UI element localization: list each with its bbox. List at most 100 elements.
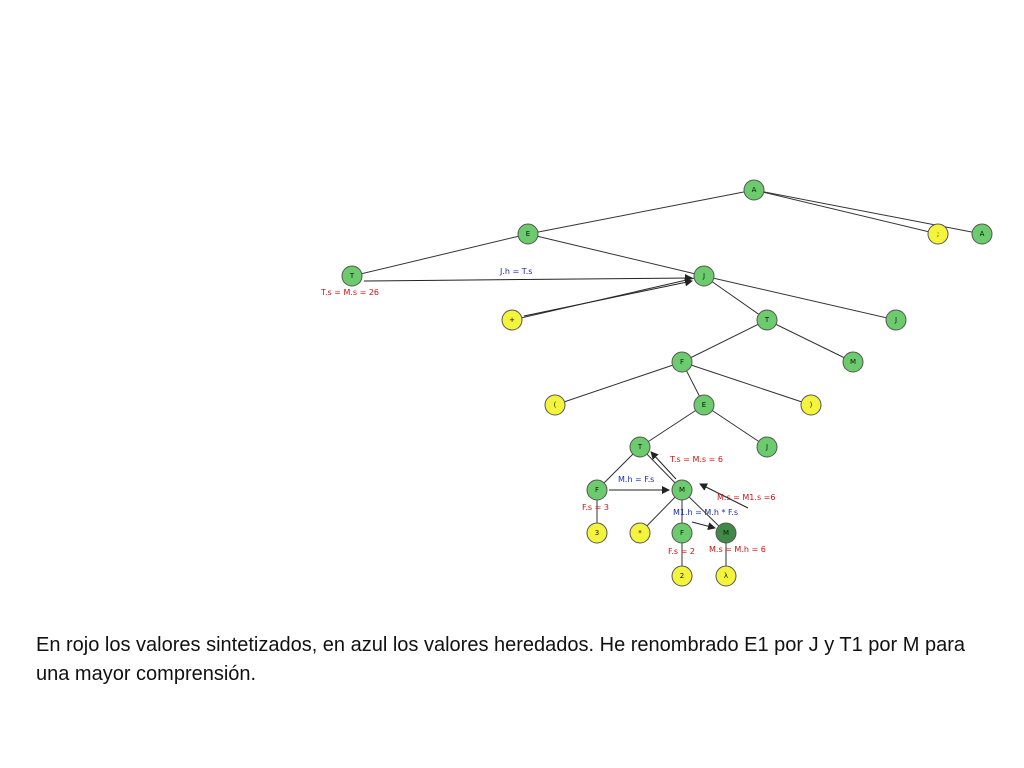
node-label: A xyxy=(752,186,757,194)
node-a-right: A xyxy=(971,223,993,245)
edge-T_mid-F_mid xyxy=(681,319,768,363)
node-circle xyxy=(517,223,539,245)
node-circle xyxy=(501,309,523,331)
node-label: J xyxy=(765,443,768,451)
node-circle xyxy=(715,565,737,587)
node-m-low: M xyxy=(671,479,693,501)
node-label: J xyxy=(702,272,705,280)
arrow-ms-m1s xyxy=(699,483,749,509)
annotation-mh-fs: M.h = F.s xyxy=(618,475,654,484)
arrow-m1h xyxy=(691,521,716,531)
edge-J_top-J_right xyxy=(703,275,897,321)
node-f-bottom: F xyxy=(671,522,693,544)
node-circle xyxy=(544,394,566,416)
node-lambda: λ xyxy=(715,565,737,587)
edge-E_top-J_top xyxy=(527,233,705,277)
node-circle xyxy=(671,522,693,544)
node-label: ( xyxy=(554,401,557,409)
node-j-low: J xyxy=(756,436,778,458)
annotation-jh-ts: J.h = T.s xyxy=(499,267,532,276)
node-label: * xyxy=(638,529,642,537)
node-circle xyxy=(629,436,651,458)
node-label: λ xyxy=(724,572,728,580)
node-label: T xyxy=(349,272,355,280)
node-circle xyxy=(743,179,765,201)
node-circle xyxy=(842,351,864,373)
node-circle xyxy=(341,265,363,287)
edge-F_mid-lparen xyxy=(554,361,683,406)
node-label: M xyxy=(723,529,729,537)
node-circle xyxy=(629,522,651,544)
node-label: E xyxy=(526,230,530,238)
annotation-m1h-mh-fs: M1.h = M.h * F.s xyxy=(673,508,738,517)
arrow-jh-ts xyxy=(363,274,693,283)
node-rparen: ) xyxy=(800,394,822,416)
arrow-ms-to-ts xyxy=(650,451,677,480)
annotation-ts-ms-26: T.s = M.s = 26 xyxy=(320,288,379,297)
node-circle xyxy=(671,565,693,587)
node-circle xyxy=(693,394,715,416)
node-label: F xyxy=(680,358,684,366)
node-label: F xyxy=(595,486,599,494)
node-t-mid: T xyxy=(756,309,778,331)
edge-A_root-A_right xyxy=(753,189,983,235)
node-label: T xyxy=(764,316,770,324)
edge-E_top-T_left xyxy=(351,233,529,277)
edge-E_mid-T_low xyxy=(639,404,705,448)
node-label: J xyxy=(894,316,897,324)
node-plus: + xyxy=(501,309,523,331)
annotation-fs-2: F.s = 2 xyxy=(668,547,695,556)
annotation-fs-3: F.s = 3 xyxy=(582,503,609,512)
node-circle xyxy=(671,479,693,501)
node-label: F xyxy=(680,529,684,537)
edge-E_mid-J_low xyxy=(703,404,768,448)
node-a-root: A xyxy=(743,179,765,201)
edge-T_mid-M_right xyxy=(766,319,854,363)
node-circle xyxy=(927,223,949,245)
node-label: A xyxy=(980,230,985,238)
tree-edges xyxy=(351,189,983,576)
edge-A_root-semi xyxy=(753,189,939,235)
node-two: 2 xyxy=(671,565,693,587)
node-j-right: J xyxy=(885,309,907,331)
edge-A_root-E_top xyxy=(527,189,755,235)
node-j-top: J xyxy=(693,265,715,287)
node-label: M xyxy=(850,358,856,366)
node-circle xyxy=(756,309,778,331)
node-m-right: M xyxy=(842,351,864,373)
node-label: 3 xyxy=(595,529,599,537)
node-f-low: F xyxy=(586,479,608,501)
node-circle xyxy=(800,394,822,416)
node-label: E xyxy=(702,401,706,409)
node-m-dark: M xyxy=(715,522,737,544)
node-circle xyxy=(693,265,715,287)
tree-nodes: A E; A T J + T J F M ( E) T J F M 3 * F M 2 λ xyxy=(341,179,993,587)
node-e-top: E xyxy=(517,223,539,245)
node-semi: ; xyxy=(927,223,949,245)
node-circle xyxy=(971,223,993,245)
node-label: ; xyxy=(937,230,939,238)
edge-J_top-T_mid xyxy=(703,275,768,321)
node-circle xyxy=(756,436,778,458)
node-f-mid: F xyxy=(671,351,693,373)
node-label: T xyxy=(637,443,643,451)
node-circle xyxy=(586,522,608,544)
node-label: + xyxy=(509,316,515,324)
node-circle xyxy=(885,309,907,331)
node-lparen: ( xyxy=(544,394,566,416)
annotation-ts-ms-6: T.s = M.s = 6 xyxy=(669,455,723,464)
annotation-ms-mh-6: M.s = M.h = 6 xyxy=(709,545,766,554)
node-label: M xyxy=(679,486,685,494)
node-star: * xyxy=(629,522,651,544)
annotation-ms-m1s-6: M.s = M1.s =6 xyxy=(717,493,775,502)
node-t-low: T xyxy=(629,436,651,458)
caption-text: En rojo los valores sintetizados, en azu… xyxy=(36,634,966,685)
node-t-left: T xyxy=(341,265,363,287)
node-circle xyxy=(671,351,693,373)
node-label: ) xyxy=(810,401,813,409)
node-circle xyxy=(715,522,737,544)
node-label: 2 xyxy=(680,572,684,580)
node-three: 3 xyxy=(586,522,608,544)
node-e-mid: E xyxy=(693,394,715,416)
